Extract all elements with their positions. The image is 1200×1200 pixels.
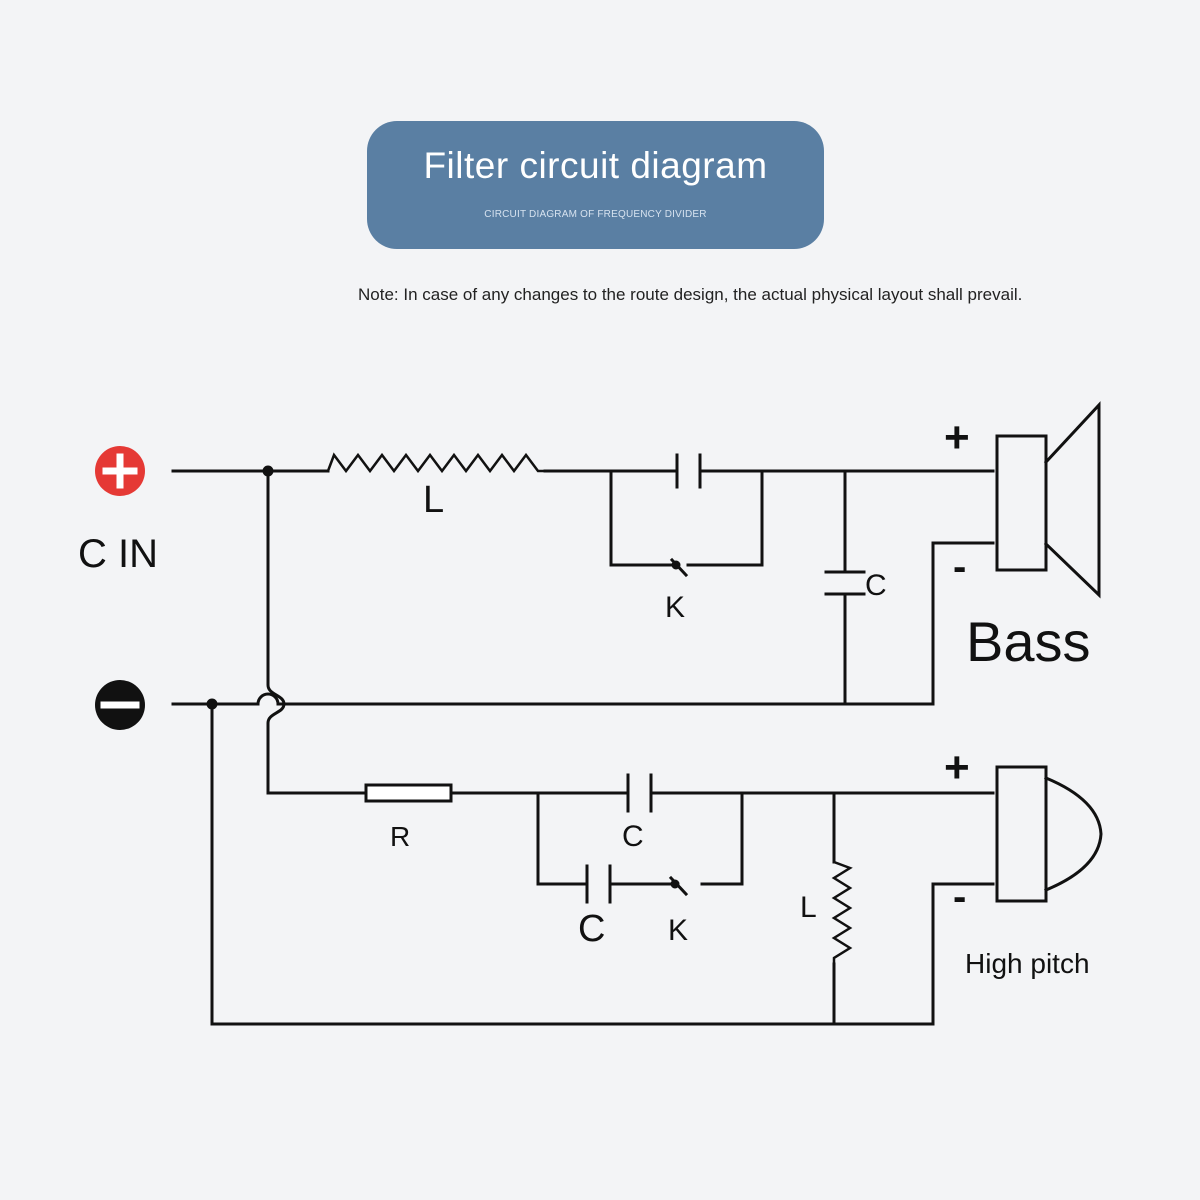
- high-resistor-label: R: [390, 821, 410, 852]
- bass-plus-sign: +: [944, 413, 970, 462]
- bass-speaker-label: Bass: [966, 610, 1091, 673]
- high-minus-sign: -: [953, 875, 966, 919]
- high-plus-sign: +: [944, 743, 970, 792]
- high-switch-label: K: [668, 914, 688, 947]
- plus-circle-icon: [95, 446, 145, 496]
- input-label: C IN: [78, 532, 158, 576]
- high-top-capacitor-label: C: [622, 820, 644, 853]
- woofer-speaker-icon: [995, 401, 1101, 599]
- bass-inductor-label: L: [423, 479, 444, 521]
- diagram-title: Filter circuit diagram: [423, 145, 768, 186]
- diagram-subtitle: CIRCUIT DIAGRAM OF FREQUENCY DIVIDER: [484, 209, 707, 220]
- bass-minus-sign: -: [953, 545, 966, 589]
- minus-circle-icon: [95, 680, 145, 730]
- high-bottom-capacitor: [585, 864, 612, 904]
- title-banner: Filter circuit diagram CIRCUIT DIAGRAM O…: [367, 121, 824, 249]
- bass-capacitor-label: C: [865, 569, 887, 602]
- high-bottom-capacitor-label: C: [578, 908, 605, 950]
- bass-shunt-capacitor: [824, 570, 866, 596]
- high-shunt-inductor-coil: [831, 860, 853, 966]
- layout-note: Note: In case of any changes to the rout…: [358, 285, 1023, 304]
- high-speaker-label: High pitch: [965, 948, 1090, 979]
- high-resistor: [364, 783, 453, 803]
- bass-series-capacitor: [675, 453, 702, 489]
- high-top-capacitor: [626, 773, 653, 813]
- bass-switch-label: K: [665, 591, 685, 624]
- high-inductor-label: L: [800, 891, 817, 924]
- tweeter-speaker-icon: [995, 765, 1103, 903]
- bass-inductor-coil: [326, 452, 547, 474]
- negative-rail-wire: [171, 541, 995, 706]
